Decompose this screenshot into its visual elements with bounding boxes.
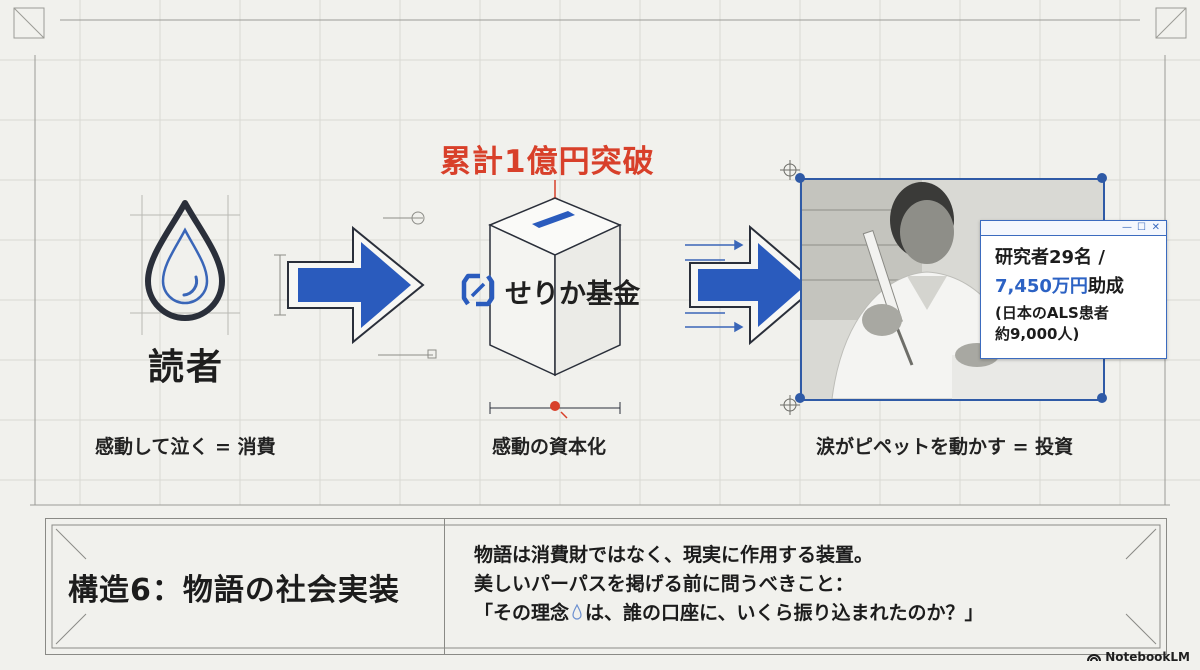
summary-line-2: 美しいパーパスを掲げる前に問うべきこと： <box>474 573 854 595</box>
info-researchers: 研究者29名 / <box>995 247 1105 268</box>
research-caption: 涙がピペットを動かす = 投資 <box>816 436 1074 458</box>
summary-line-3-post: は、誰の口座に、いくら振り込まれたのか？」 <box>585 602 984 624</box>
water-drop-icon <box>130 195 240 335</box>
drop-icon <box>572 603 582 620</box>
summary-panel-frame <box>51 524 1161 649</box>
notebooklm-watermark: NotebookLM <box>1087 650 1190 664</box>
notebooklm-logo-icon <box>1087 654 1102 662</box>
fund-name: せりか基金 <box>505 279 640 310</box>
photo-crosshairs <box>780 160 800 415</box>
maximize-icon[interactable]: ☐ <box>1137 222 1146 233</box>
summary-body: 物語は消費財ではなく、現実に作用する装置。 美しいパーパスを掲げる前に問うべきこ… <box>474 541 983 628</box>
summary-panel: 構造6：物語の社会実装 物語は消費財ではなく、現実に作用する装置。 美しいパーパ… <box>45 518 1167 655</box>
summary-line-3-pre: 「その理念 <box>474 602 570 624</box>
info-patients-line1: (日本のALS患者 <box>995 304 1109 322</box>
summary-title: 構造6：物語の社会実装 <box>68 573 400 608</box>
researcher-with-pipette-icon <box>802 180 1103 399</box>
donation-box <box>488 180 622 419</box>
info-patients: (日本のALS患者約9,000人) <box>995 303 1109 345</box>
researcher-photo <box>800 178 1105 401</box>
info-grant-amount: 7,450万円 <box>995 276 1088 297</box>
fund-caption: 感動の資本化 <box>492 436 607 458</box>
info-patients-line2: 約9,000人) <box>995 325 1080 343</box>
minimize-icon[interactable]: — <box>1122 222 1132 233</box>
fund-logo-icon <box>461 273 495 307</box>
fund-headline: 累計1億円突破 <box>440 144 655 180</box>
summary-divider <box>444 519 445 654</box>
watermark-label: NotebookLM <box>1105 650 1190 664</box>
flow-arrow-1 <box>274 211 437 359</box>
summary-line-1: 物語は消費財ではなく、現実に作用する装置。 <box>474 544 874 566</box>
close-icon[interactable]: ✕ <box>1151 222 1160 233</box>
flow-arrow-2 <box>685 224 820 346</box>
info-grant-suffix: 助成 <box>1087 276 1124 297</box>
info-grant: 7,450万円助成 <box>995 272 1124 298</box>
reader-caption: 感動して泣く = 消費 <box>95 436 276 458</box>
photo-selection-handles <box>795 173 1107 403</box>
reader-label: 読者 <box>148 347 225 388</box>
research-info-window: — ☐ ✕ 研究者29名 / 7,450万円助成 (日本のALS患者約9,000… <box>980 220 1167 359</box>
info-window-titlebar: — ☐ ✕ <box>981 221 1166 236</box>
summary-line-3: 「その理念は、誰の口座に、いくら振り込まれたのか？」 <box>474 599 983 628</box>
